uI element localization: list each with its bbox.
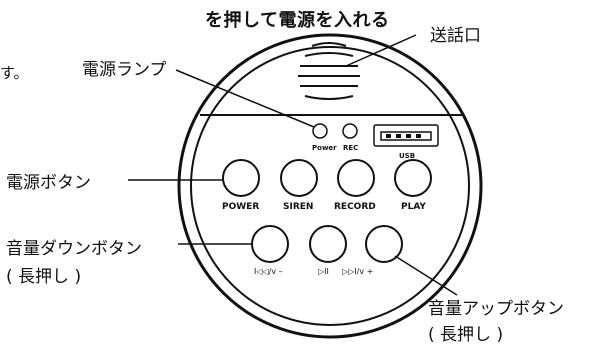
- outer-ring: [177, 33, 483, 339]
- usb-port-icon: [373, 124, 439, 147]
- volume-down-button[interactable]: [251, 225, 289, 263]
- power-indicator-label: Power: [312, 144, 337, 152]
- mic-callout: 送話口: [430, 26, 481, 46]
- volume-up-button[interactable]: [365, 225, 403, 263]
- rec-indicator-label: REC: [343, 144, 358, 152]
- power-indicator-led: [312, 123, 328, 139]
- siren-button-label: SIREN: [283, 202, 313, 212]
- volume-up-callout-line2: ( 長押し ): [428, 325, 504, 345]
- heading-text: を押して電源を入れる: [205, 10, 390, 31]
- power-button-label: POWER: [222, 202, 259, 212]
- play-button-label: PLAY: [401, 202, 426, 212]
- play-pause-button[interactable]: [309, 225, 347, 263]
- play-pause-control-label: ▷II: [318, 267, 329, 276]
- mic-leader-line: [345, 34, 417, 67]
- volume-down-control-label: I◁◁/v –: [254, 267, 283, 276]
- speaker-grille-icon: [298, 42, 360, 100]
- power-button-callout: 電源ボタン: [6, 173, 91, 193]
- power-lamp-leader-line: [175, 69, 315, 128]
- siren-button[interactable]: [280, 159, 318, 197]
- rec-indicator-led: [342, 123, 358, 139]
- volume-up-control-label: ▷▷I/v +: [342, 267, 373, 276]
- power-button[interactable]: [222, 159, 260, 197]
- volume-down-callout-line2: ( 長押し ): [6, 267, 82, 287]
- record-button[interactable]: [337, 159, 375, 197]
- left-fragment-text: す。: [0, 64, 29, 82]
- record-button-label: RECORD: [334, 202, 376, 212]
- volume-up-callout-line1: 音量アップボタン: [428, 299, 564, 319]
- play-button[interactable]: [394, 159, 432, 197]
- usb-label: USB: [399, 152, 415, 160]
- volume-up-leader-line: [394, 255, 458, 296]
- power-lamp-callout: 電源ランプ: [82, 60, 167, 80]
- inner-ring: [190, 46, 470, 326]
- volume-down-callout-line1: 音量ダウンボタン: [6, 239, 142, 259]
